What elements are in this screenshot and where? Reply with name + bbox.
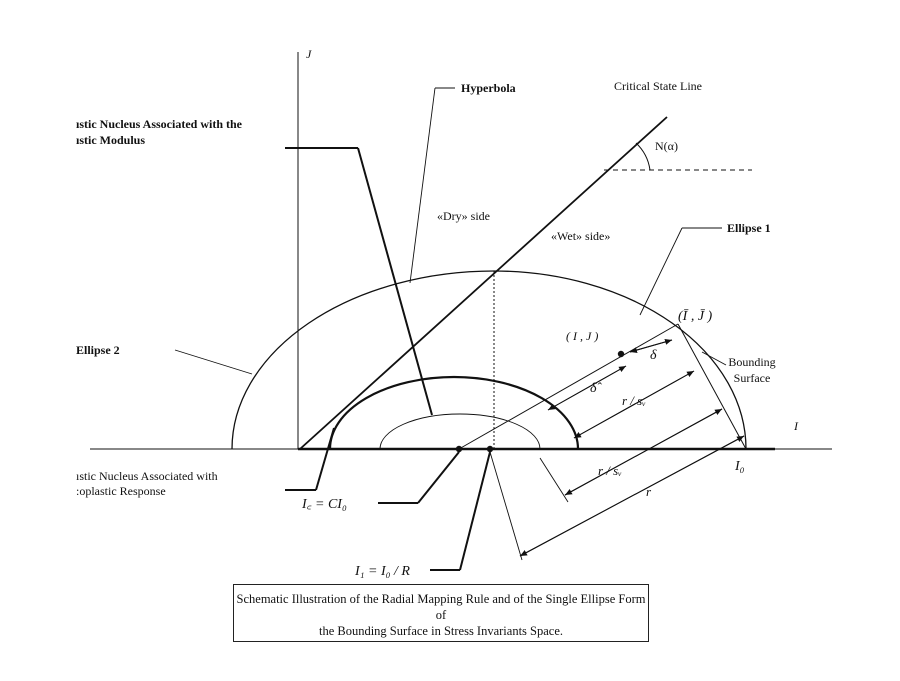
viscoplastic-label-1: ıstic Nucleus Associated with <box>76 469 218 483</box>
radial-line <box>458 323 679 450</box>
n-alpha-arc <box>635 142 651 171</box>
viscoplastic-leader <box>315 427 335 491</box>
delta-label: δ <box>650 348 657 363</box>
caption-box: Schematic Illustration of the Radial Map… <box>233 584 649 642</box>
dry-side-label: «Dry» side <box>437 209 490 223</box>
ellipse1-leader <box>639 227 683 316</box>
elastic-nucleus-leader <box>357 147 433 416</box>
hyperbola-label: Hyperbola <box>461 81 516 95</box>
elastic-nucleus-ellipse <box>379 413 541 450</box>
ij-label: ( I , J ) <box>566 329 598 343</box>
bar-ij-label: (Ī , J̄ ) <box>678 308 713 324</box>
elastic-nucleus-label-2: ıstic Modulus <box>76 133 145 147</box>
r-sv-2-label: r / sᵥ <box>598 463 622 478</box>
caption-line-1: Schematic Illustration of the Radial Map… <box>236 592 646 622</box>
j-axis-label: J <box>306 47 312 61</box>
ellipse2-leader <box>174 349 253 375</box>
n-alpha-label: N(α) <box>655 139 678 153</box>
wet-side-label: «Wet» side» <box>551 229 610 243</box>
hyperbola-leader <box>409 87 436 284</box>
critical-state-line <box>299 116 668 450</box>
r-sv-1-arrow-back <box>573 370 695 439</box>
ext-line-r <box>489 451 523 561</box>
delta-hat-arrow-back <box>547 365 627 411</box>
current-stress-point <box>617 350 625 358</box>
ic-leader <box>417 451 460 504</box>
r-sv-1-label: r / sᵥ <box>622 393 646 408</box>
caption-line-2: the Bounding Surface in Stress Invariant… <box>318 624 564 638</box>
ellipse1-label: Ellipse 1 <box>727 221 771 235</box>
ellipse-2 <box>231 270 495 450</box>
i-axis-label: I <box>793 419 799 433</box>
ellipse2-label: Ellipse 2 <box>76 343 120 357</box>
ext-line-outer <box>677 323 747 450</box>
viscoplastic-label-2: :oplastic Response <box>76 484 166 498</box>
ic-point <box>455 445 463 453</box>
bounding-surface-label-2: Surface <box>734 371 771 385</box>
i1-point <box>486 445 494 453</box>
ic-label: I꜀ = CI₀ <box>301 497 347 512</box>
bounding-surface-leader <box>701 351 727 366</box>
i1-label: I₁ = I₀ / R <box>354 564 410 579</box>
ext-line-rsv2 <box>539 457 569 503</box>
delta-arrow-back <box>629 339 673 353</box>
ellipse-1 <box>493 270 747 450</box>
i1-leader <box>459 451 491 571</box>
r-label: r <box>646 484 652 499</box>
inner-ellipse <box>328 375 580 450</box>
bounding-surface-label-1: Bounding <box>728 355 775 369</box>
r-arrow-back <box>519 435 745 557</box>
i0-label: I₀ <box>734 459 745 474</box>
critical-state-line-label: Critical State Line <box>614 79 702 93</box>
r-sv-2-arrow-back <box>564 408 723 496</box>
delta-hat-label: δ̂ <box>590 381 603 396</box>
elastic-nucleus-label-1: ıstic Nucleus Associated with the <box>76 117 243 131</box>
